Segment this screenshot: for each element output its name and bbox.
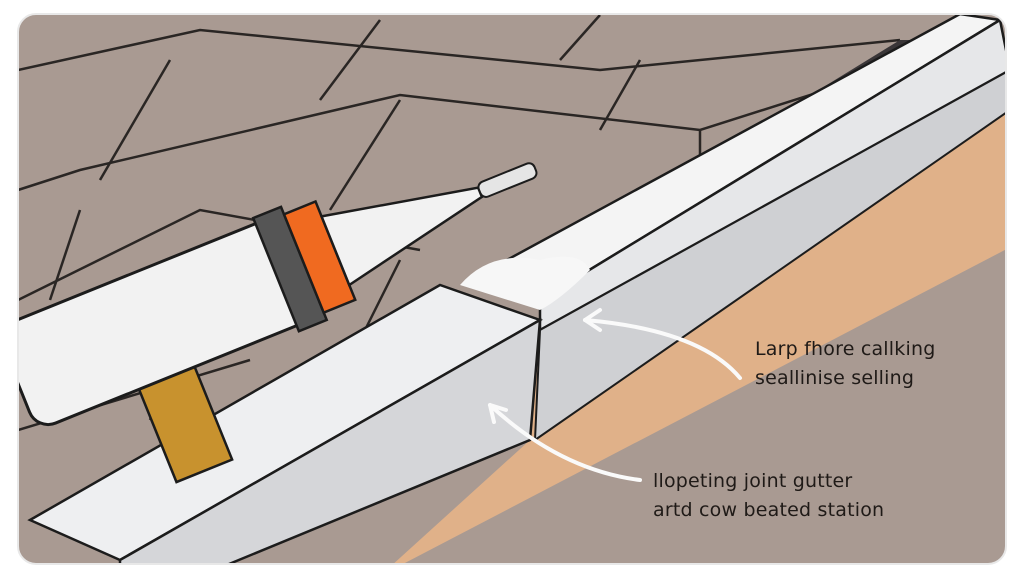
callout-arrows: [488, 308, 742, 482]
sealant-bead: [460, 256, 590, 310]
annotation-line: seallinise selling: [755, 367, 915, 389]
annotation-line: llopeting joint gutter: [653, 470, 853, 492]
gutter-lower-face: [533, 68, 1006, 442]
gutter-front-face: [118, 317, 542, 564]
annotation-joint: llopeting joint gutter artd cow beated s…: [653, 467, 884, 525]
annotation-line: Larp fhore callking: [755, 338, 936, 360]
caulk-gun: [18, 162, 538, 484]
annotation-line: artd cow beated station: [653, 499, 885, 521]
annotation-caulking: Larp fhore callking seallinise selling: [755, 335, 935, 393]
